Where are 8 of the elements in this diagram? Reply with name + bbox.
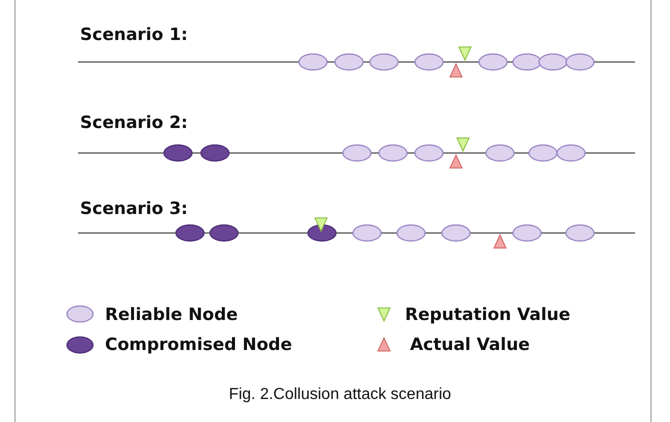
- scenario-title: Scenario 3:: [80, 199, 188, 219]
- legend-label: Reputation Value: [405, 305, 570, 325]
- figure-caption: Fig. 2.Collusion attack scenario: [228, 386, 452, 403]
- scenario-title: Scenario 2:: [80, 113, 188, 133]
- legend-label: Compromised Node: [105, 335, 292, 355]
- scenario-title: Scenario 1:: [80, 25, 188, 45]
- legend-label: Actual Value: [410, 335, 530, 355]
- legend-label: Reliable Node: [105, 305, 238, 325]
